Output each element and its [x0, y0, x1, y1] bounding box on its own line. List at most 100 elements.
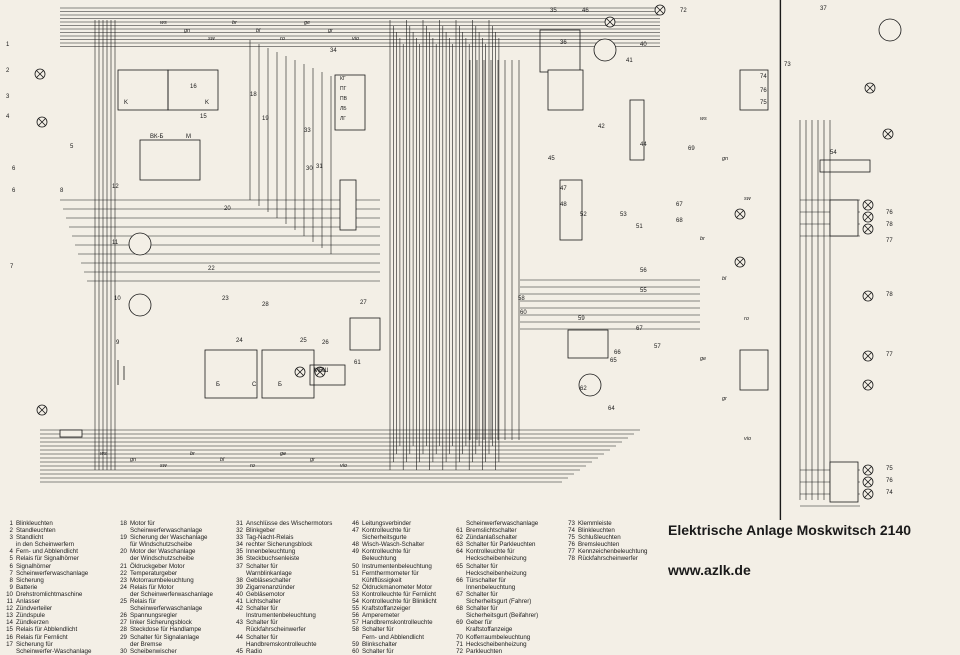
lamp-cross	[736, 258, 744, 266]
legend-item-number: 29	[120, 633, 127, 641]
component-number: 60	[520, 310, 527, 316]
legend-item-number: 47	[352, 527, 359, 535]
legend-item-number: 17	[6, 640, 13, 648]
legend-item-number: 72	[456, 647, 463, 655]
legend-item-text: Scheinwerferwaschanlage	[466, 520, 539, 527]
component-number: 46	[582, 8, 589, 14]
legend-item-text: Kontrolleuchte für	[362, 548, 411, 556]
relay-box	[819, 159, 871, 173]
legend-item-number: 52	[352, 583, 359, 591]
legend-item-text: Handbremskontrolleuchte	[246, 640, 317, 648]
component-number: 28	[262, 302, 269, 308]
legend-item: der Windschutzscheibe	[116, 555, 213, 562]
legend-item-text: Schalter für	[466, 590, 498, 598]
wire-bundle-vertical	[94, 20, 520, 470]
legend-item-text: Zündanlaßschalter	[466, 534, 518, 542]
component-number: 65	[610, 358, 617, 364]
legend-item-number: 2	[9, 527, 13, 535]
legend-item-number: 24	[120, 583, 127, 591]
component-number: 58	[518, 296, 525, 302]
legend-item-text: Zigarrenanzünder	[246, 583, 295, 591]
legend-item-number: 62	[456, 534, 463, 542]
component-number: 74	[886, 490, 893, 496]
relay-label: Б	[278, 382, 282, 388]
component-number: 54	[830, 150, 837, 156]
relay-label: M	[186, 134, 191, 140]
legend-item: Heckscheibenheizung	[452, 570, 538, 577]
legend-item-text: Parkleuchten	[466, 647, 503, 655]
legend-item-number: 49	[352, 548, 359, 556]
legend-item-number: 57	[352, 619, 359, 627]
connector-block	[59, 429, 83, 438]
legend-item-text: Kontrolleuchte für	[362, 527, 411, 535]
wire-colour-label: vio	[352, 36, 359, 42]
component-number: 36	[560, 40, 567, 46]
legend-item-number: 50	[352, 562, 359, 570]
legend-item-text: Geber für	[466, 619, 493, 627]
legend-item-text: Relais für Fernlicht	[16, 633, 68, 641]
component-number: 64	[608, 406, 615, 412]
legend-item-text: Radio	[246, 647, 263, 655]
wire-colour-label: gr	[722, 396, 728, 402]
legend-item-text: Fern- und Abblendlicht	[362, 633, 424, 641]
legend-item-number: 10	[6, 590, 13, 598]
legend-item-number: 61	[456, 527, 463, 535]
component-number: 27	[360, 300, 367, 306]
component-number: 23	[222, 296, 229, 302]
connector-block	[339, 179, 357, 231]
legend-item-number: 53	[352, 590, 359, 598]
legend-item-number: 39	[236, 583, 243, 591]
legend-item-number: 14	[6, 619, 13, 627]
component-number: 40	[640, 42, 647, 48]
legend-item-text: Warnblinkanlage	[246, 569, 292, 577]
wire-colour-label: gr	[310, 457, 316, 463]
lamp-cross	[656, 6, 664, 14]
legend-item-text: Relais für	[130, 598, 157, 606]
legend-item-number: 58	[352, 626, 359, 634]
legend-item-number: 55	[352, 605, 359, 613]
component-number: 11	[112, 240, 119, 246]
relay-box	[139, 139, 201, 181]
legend-item-text: Wisch-Wasch-Schalter	[362, 541, 425, 549]
legend-item-text: Rückfahrscheinwerfer	[578, 555, 638, 563]
relay-box	[167, 69, 219, 111]
connector-block	[829, 461, 859, 503]
legend-item: Beleuchtung	[348, 555, 437, 562]
legend-item-number: 15	[6, 626, 13, 634]
legend-item: der Scheinwerferwaschanlage	[116, 591, 213, 598]
component-number: 35	[550, 8, 557, 14]
component-number: 66	[614, 350, 621, 356]
legend-item-text: Kontrolleuchte für Fernlicht	[362, 590, 436, 598]
component-number: 53	[620, 212, 627, 218]
legend-item-text: Schalter für	[362, 626, 394, 634]
legend-item: Scheinwerfer-Waschanlage	[2, 648, 91, 655]
legend-item-text: Standleuchten	[16, 527, 56, 535]
legend-item-text: Scheinwerferwaschanlage	[16, 569, 89, 577]
legend-item-number: 9	[9, 583, 13, 591]
component-number: 45	[548, 156, 555, 162]
legend-item-text: Schalter für	[246, 605, 278, 613]
motor-gauge-symbol	[128, 232, 152, 256]
legend-item-text: Innenbeleuchtung	[246, 548, 296, 556]
legend-item-text: Kontrolleuchte für Blinklicht	[362, 598, 437, 606]
lamp-cross	[864, 213, 872, 221]
legend-item-number: 68	[456, 605, 463, 613]
legend-item: Scheinwerferwaschanlage	[452, 520, 538, 527]
legend-item-number: 3	[9, 534, 13, 542]
